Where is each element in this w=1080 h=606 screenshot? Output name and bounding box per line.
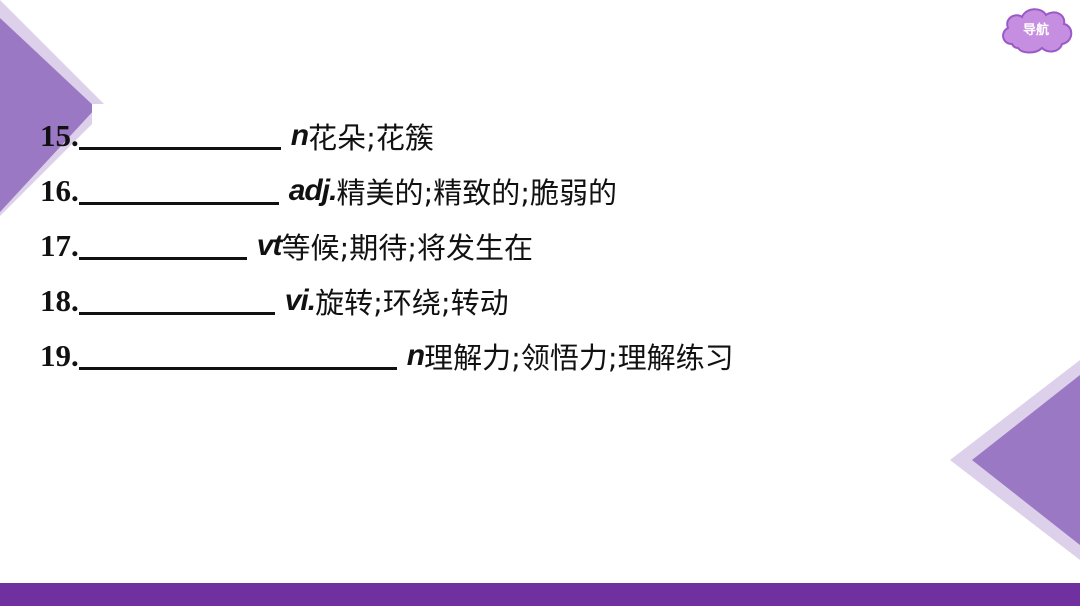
answer-blank[interactable] — [78, 341, 397, 370]
part-of-speech: adj. — [288, 173, 338, 207]
vocabulary-list: 15. n 花朵;花簇 16. adj. 精美的;精致的;脆弱的 17. vt … — [40, 108, 734, 383]
text-underlay — [92, 104, 132, 174]
chinese-meaning: 旋转;环绕;转动 — [315, 285, 509, 320]
vocab-item-19: 19. n 理解力;领悟力;理解练习 — [40, 328, 734, 383]
answer-blank[interactable] — [78, 231, 247, 260]
bottom-right-triangle-dark — [972, 375, 1080, 545]
top-left-triangle-dark — [0, 18, 96, 212]
answer-blank[interactable] — [78, 286, 275, 315]
bottom-accent-bar — [0, 583, 1080, 606]
chinese-meaning: 等候;期待;将发生在 — [281, 230, 533, 265]
part-of-speech: vi. — [284, 283, 316, 317]
chinese-meaning: 花朵;花簇 — [308, 120, 434, 155]
answer-blank[interactable] — [78, 121, 281, 150]
chinese-meaning: 精美的;精致的;脆弱的 — [336, 175, 617, 210]
part-of-speech: vt — [256, 228, 283, 262]
item-number: 15. — [40, 117, 79, 153]
part-of-speech: n — [290, 118, 309, 152]
item-number: 18. — [40, 282, 79, 318]
vocab-item-15: 15. n 花朵;花簇 — [40, 108, 734, 163]
answer-blank[interactable] — [78, 176, 279, 205]
chinese-meaning: 理解力;领悟力;理解练习 — [424, 340, 734, 375]
cloud-icon — [1002, 8, 1073, 54]
navigation-button[interactable]: 导航 — [998, 4, 1074, 56]
vocab-item-18: 18. vi. 旋转;环绕;转动 — [40, 273, 734, 328]
item-number: 19. — [40, 337, 79, 373]
navigation-label: 导航 — [1022, 23, 1049, 38]
vocab-item-16: 16. adj. 精美的;精致的;脆弱的 — [40, 163, 734, 218]
item-number: 16. — [40, 172, 79, 208]
part-of-speech: n — [406, 338, 425, 372]
vocab-item-17: 17. vt 等候;期待;将发生在 — [40, 218, 734, 273]
item-number: 17. — [40, 227, 79, 263]
